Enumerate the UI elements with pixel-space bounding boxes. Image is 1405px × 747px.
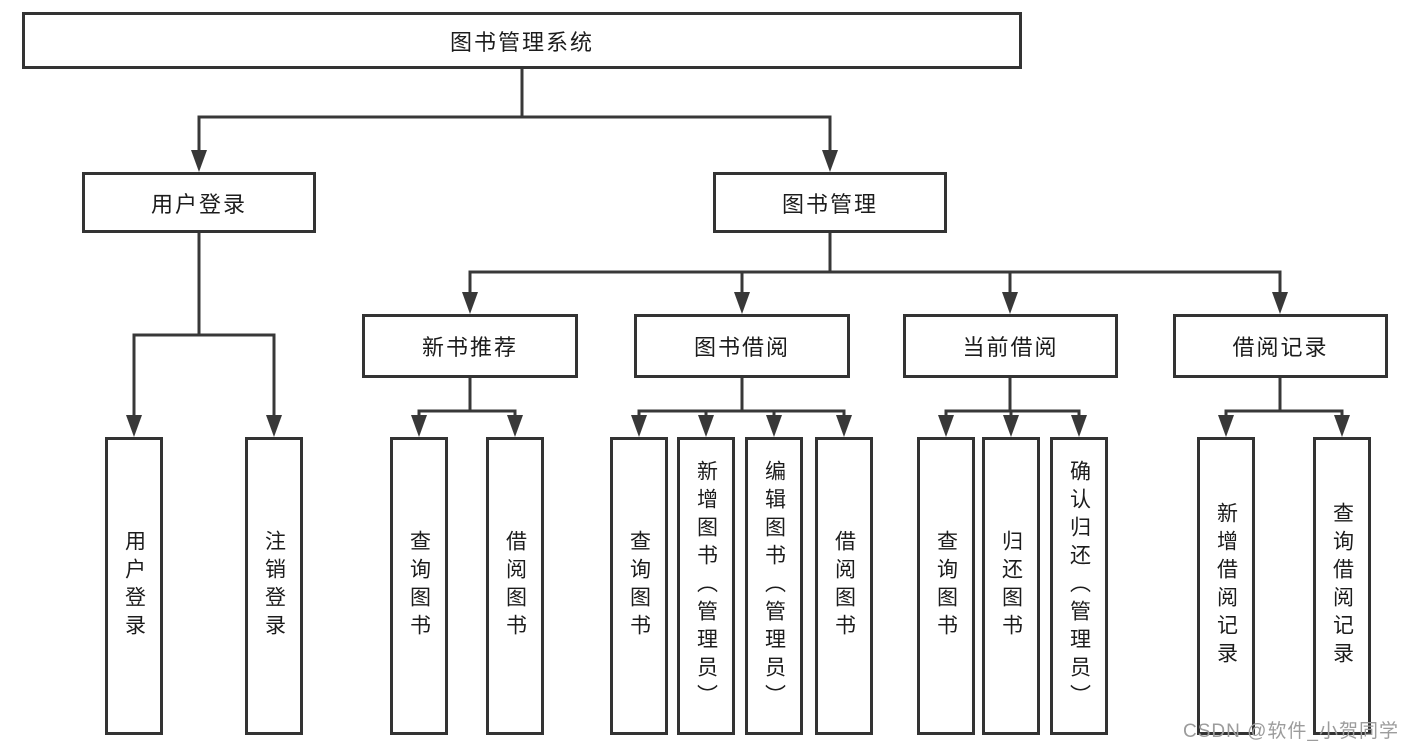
node-book-borrow: 图书借阅 — [634, 314, 850, 378]
node-current-borrow: 当前借阅 — [903, 314, 1118, 378]
leaf-label: 查询图书 — [934, 530, 958, 642]
leaf-return-books: 归还图书 — [982, 437, 1040, 735]
node-user-login: 用户登录 — [82, 172, 316, 233]
leaf-logout: 注销登录 — [245, 437, 303, 735]
leaf-query-books-borrow: 查询图书 — [610, 437, 668, 735]
node-label: 新书推荐 — [421, 335, 518, 360]
node-book-management: 图书管理 — [713, 172, 947, 233]
node-label: 当前借阅 — [962, 335, 1059, 360]
node-new-book-recommend: 新书推荐 — [362, 314, 578, 378]
node-label: 借阅记录 — [1232, 335, 1329, 360]
leaf-label: 新增图书（管理员） — [694, 460, 718, 712]
leaf-label: 查询借阅记录 — [1330, 502, 1354, 670]
leaf-label: 编辑图书（管理员） — [762, 460, 786, 712]
leaf-label: 归还图书 — [999, 530, 1023, 642]
leaf-borrow-books-recommend: 借阅图书 — [486, 437, 544, 735]
leaf-label: 借阅图书 — [832, 530, 856, 642]
node-label: 图书借阅 — [693, 335, 790, 360]
leaf-label: 新增借阅记录 — [1214, 502, 1238, 670]
leaf-query-books-recommend: 查询图书 — [390, 437, 448, 735]
leaf-confirm-return-admin: 确认归还（管理员） — [1050, 437, 1108, 735]
leaf-query-books-current: 查询图书 — [917, 437, 975, 735]
node-library-management-system: 图书管理系统 — [22, 12, 1022, 69]
leaf-edit-book-admin: 编辑图书（管理员） — [745, 437, 803, 735]
leaf-add-borrow-record: 新增借阅记录 — [1197, 437, 1255, 735]
csdn-watermark: CSDN @软件_小贺同学 — [1183, 721, 1399, 742]
node-label: 图书管理 — [781, 191, 878, 217]
leaf-label: 查询图书 — [627, 530, 651, 642]
leaf-label: 借阅图书 — [503, 530, 527, 642]
node-borrow-records: 借阅记录 — [1173, 314, 1388, 378]
node-label: 用户登录 — [150, 191, 247, 217]
leaf-label: 用户登录 — [122, 530, 146, 642]
leaf-label: 确认归还（管理员） — [1067, 460, 1091, 712]
leaf-query-borrow-record: 查询借阅记录 — [1313, 437, 1371, 735]
leaf-borrow-books: 借阅图书 — [815, 437, 873, 735]
leaf-label: 注销登录 — [262, 530, 286, 642]
leaf-add-book-admin: 新增图书（管理员） — [677, 437, 735, 735]
leaf-user-login: 用户登录 — [105, 437, 163, 735]
node-label: 图书管理系统 — [449, 29, 594, 55]
leaf-label: 查询图书 — [407, 530, 431, 642]
